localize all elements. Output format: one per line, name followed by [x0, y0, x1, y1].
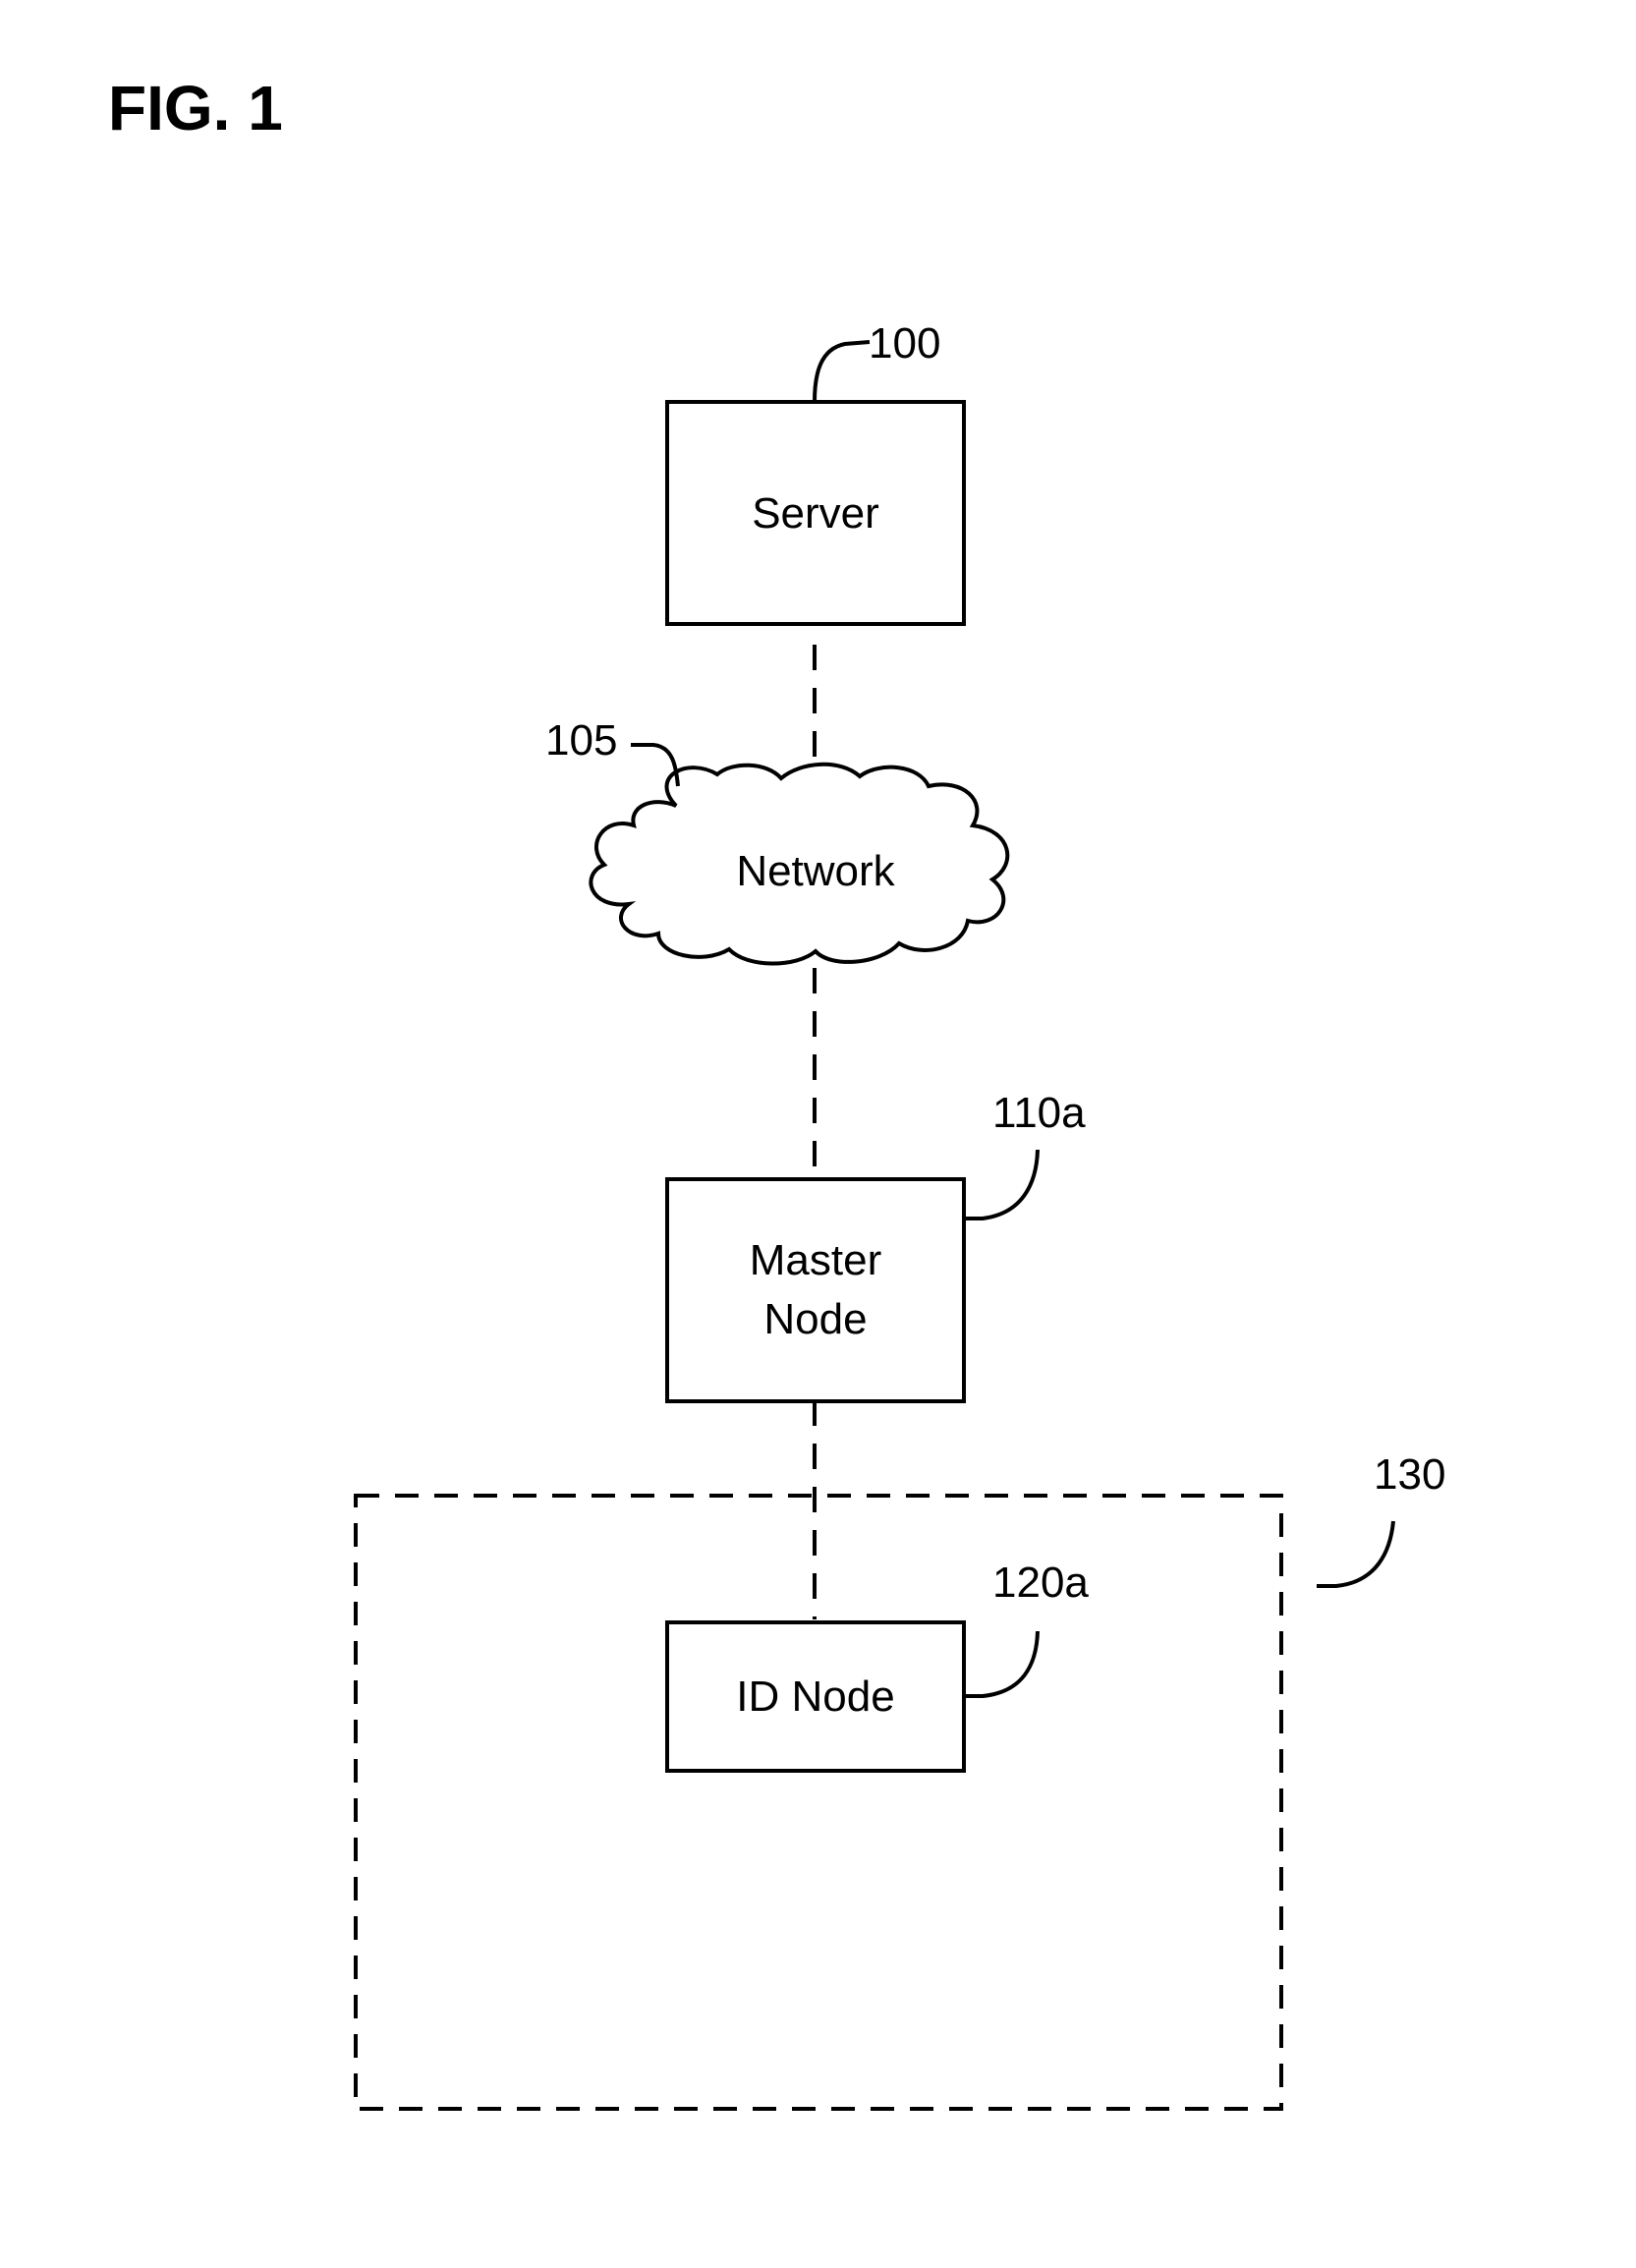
master-node-box: [667, 1179, 964, 1401]
master-node-label-line2: Node: [763, 1295, 867, 1343]
network-ref-number: 105: [545, 716, 617, 765]
master-node-ref-number: 110a: [992, 1089, 1086, 1137]
region-130-boundary: [356, 1496, 1281, 2109]
server-ref-number: 100: [869, 319, 940, 368]
figure-title: FIG. 1: [108, 73, 283, 143]
region-ref-number: 130: [1374, 1450, 1445, 1499]
region-ref-leader: [1317, 1521, 1393, 1586]
master-node-label-line1: Master: [750, 1236, 881, 1284]
server-ref-leader: [815, 342, 870, 402]
master-node-ref-leader: [964, 1150, 1038, 1219]
id-node-ref-leader: [964, 1631, 1038, 1696]
id-node-ref-number: 120a: [992, 1559, 1089, 1607]
id-node-label: ID Node: [736, 1673, 894, 1721]
network-label: Network: [736, 847, 895, 895]
server-label: Server: [752, 489, 879, 538]
